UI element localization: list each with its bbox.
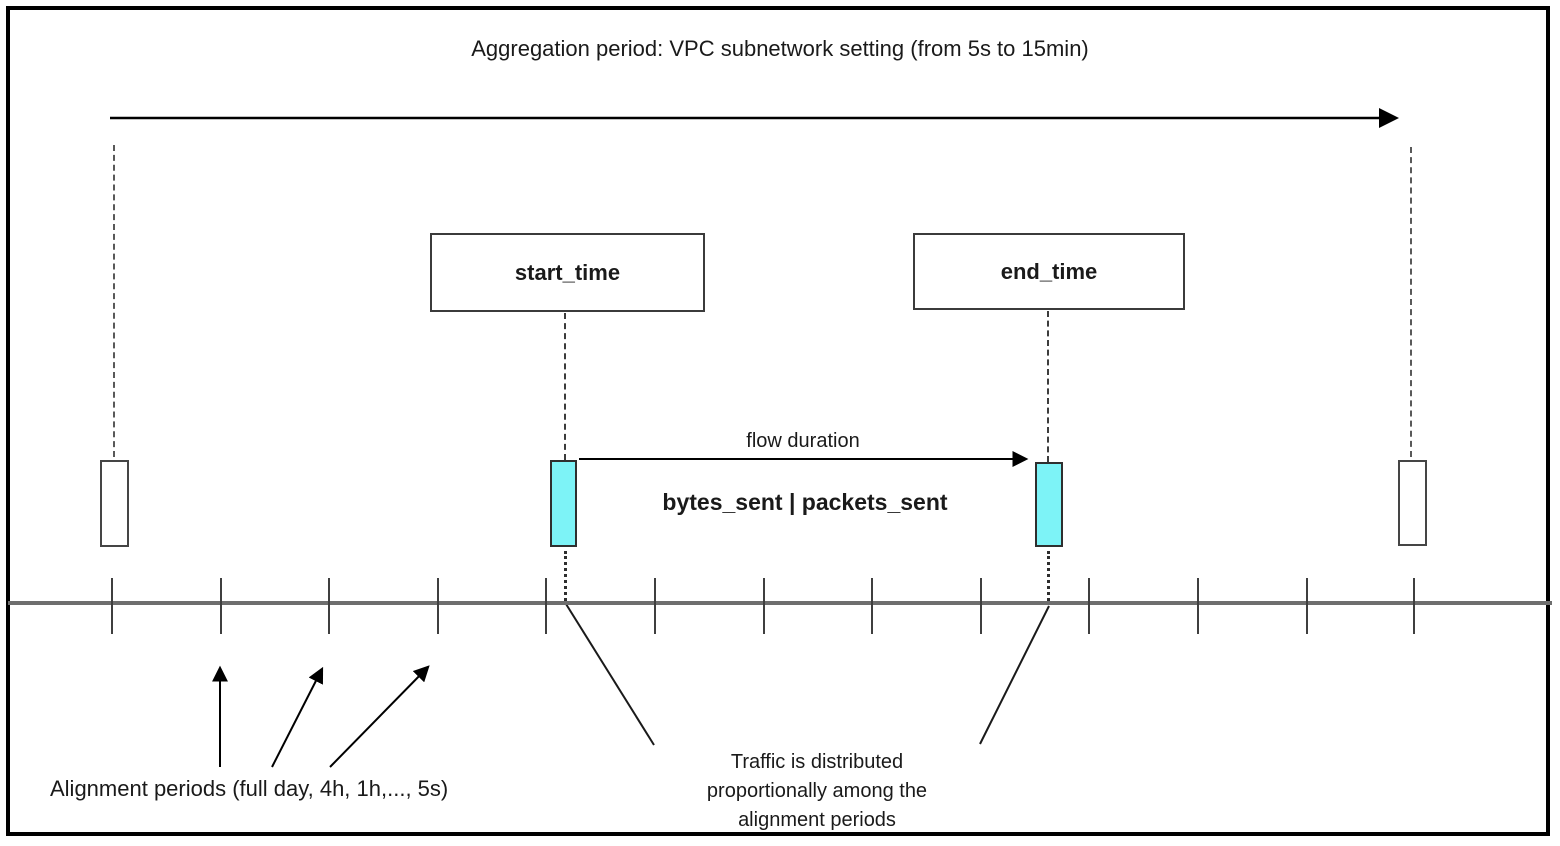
end-time-box-label: end_time — [1000, 258, 1098, 284]
left-boundary-dashed-line — [113, 145, 115, 457]
end-interval-rect — [1035, 462, 1063, 547]
start-time-dashed-connector — [564, 313, 566, 460]
timeline-tick — [763, 578, 765, 634]
traffic-note-line2: proportionally among the — [706, 780, 928, 802]
timeline-axis — [8, 601, 1552, 605]
timeline-tick — [220, 578, 222, 634]
diagram-title: Aggregation period: VPC subnetwork setti… — [471, 36, 1089, 61]
timeline-tick — [1306, 578, 1308, 634]
timeline-tick — [654, 578, 656, 634]
end-interval-dotted-connector — [1047, 551, 1050, 601]
end-time-box: end_time — [913, 233, 1185, 310]
traffic-distribution-note: Traffic is distributed proportionally am… — [667, 748, 967, 835]
left-boundary-marker-rect — [100, 460, 129, 547]
right-boundary-marker-rect — [1398, 460, 1427, 546]
start-time-box-label: start_time — [514, 259, 621, 285]
timeline-tick — [328, 578, 330, 634]
timeline-tick — [437, 578, 439, 634]
timeline-tick — [545, 578, 547, 634]
timeline-tick — [1197, 578, 1199, 634]
timeline-tick — [1413, 578, 1415, 634]
right-boundary-dashed-line — [1410, 147, 1412, 457]
diagram-border-frame — [6, 6, 1550, 836]
metrics-label: bytes_sent | packets_sent — [662, 489, 948, 515]
traffic-note-line1: Traffic is distributed — [730, 751, 904, 773]
traffic-note-line3: alignment periods — [738, 809, 896, 831]
timeline-tick — [111, 578, 113, 634]
alignment-periods-label: Alignment periods (full day, 4h, 1h,...,… — [50, 776, 449, 801]
timeline-tick — [871, 578, 873, 634]
end-time-dashed-connector — [1047, 311, 1049, 462]
timeline-tick — [1088, 578, 1090, 634]
start-interval-rect — [550, 460, 577, 547]
flow-duration-label: flow duration — [746, 430, 860, 452]
start-interval-dotted-connector — [564, 551, 567, 601]
start-time-box: start_time — [430, 233, 705, 312]
timeline-tick — [980, 578, 982, 634]
